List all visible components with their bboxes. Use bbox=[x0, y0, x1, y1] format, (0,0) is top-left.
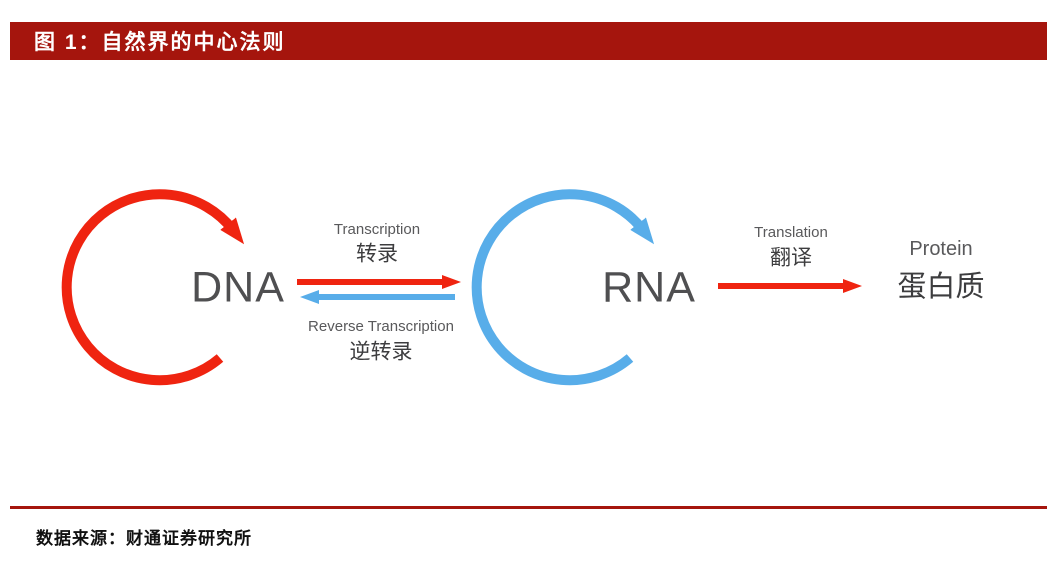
translation-label-zh: 翻译 bbox=[770, 246, 812, 270]
figure-title: 图 1：自然界的中心法则 bbox=[34, 31, 286, 54]
figure-title-bar: 图 1：自然界的中心法则 bbox=[10, 22, 1047, 60]
reverse-transcription-label-zh: 逆转录 bbox=[349, 340, 413, 364]
dna-cycle-arrow bbox=[61, 189, 245, 386]
rna-label: RNA bbox=[602, 263, 696, 312]
transcription-label-zh: 转录 bbox=[356, 242, 398, 266]
translation-label-en: Translation bbox=[754, 223, 828, 241]
protein-label-en: Protein bbox=[909, 238, 973, 260]
transcription-label-en: Transcription bbox=[333, 220, 421, 238]
dna-label: DNA bbox=[191, 263, 285, 312]
protein-label-zh: 蛋白质 bbox=[897, 271, 985, 304]
footer-rule bbox=[10, 506, 1047, 509]
rna-cycle-arrow bbox=[471, 189, 655, 386]
reverse-transcription-label-en: Reverse Transcription bbox=[308, 317, 454, 335]
source-note: 数据来源：财通证券研究所 bbox=[36, 529, 252, 548]
